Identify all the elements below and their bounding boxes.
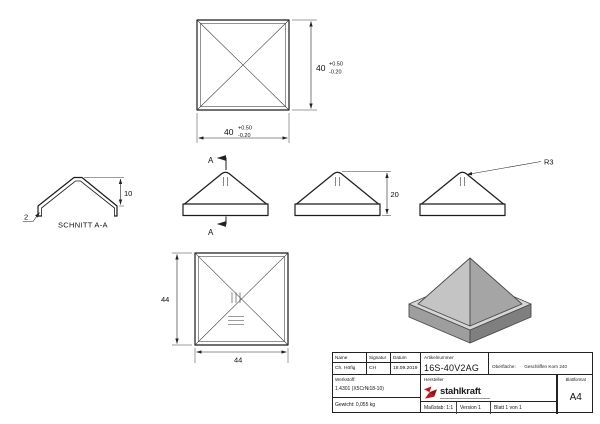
- oberflaeche-value: Geschliffen Korn 240: [524, 363, 568, 369]
- name-header: Name: [333, 353, 367, 362]
- top-height-value: 40: [316, 63, 326, 73]
- side-view-a: [182, 171, 269, 217]
- section-cut-marks: A A: [208, 155, 227, 237]
- section-height-value: 10: [124, 189, 132, 198]
- artikelnummer-cell: Artikelnummer 16S-40V2AG: [421, 353, 489, 375]
- title-block-header-row: Name Signatur Datum: [333, 353, 420, 363]
- cut-label-top: A: [208, 156, 214, 165]
- top-width-tol-plus: +0.50: [238, 126, 252, 132]
- bottom-view-inner-square: [198, 256, 285, 342]
- section-view: [37, 176, 118, 217]
- radius-value: R3: [544, 158, 554, 167]
- blattformat-cell: Blattformat A4: [557, 375, 594, 414]
- logo-text: stahlkraft: [440, 386, 481, 397]
- top-view-outer-square: [196, 19, 290, 111]
- bottom-height-value: 44: [161, 295, 169, 304]
- side-height-value: 20: [391, 190, 399, 199]
- oberflaeche-cell: Oberfläche: Geschliffen Korn 240: [489, 353, 593, 375]
- top-width-value: 40: [224, 127, 234, 137]
- top-view-width-dimension: 40 +0.50 -0.20: [196, 113, 290, 143]
- side-view-height-dimension: 20: [342, 171, 399, 216]
- top-view: [196, 19, 290, 111]
- top-height-tol-plus: +0.50: [329, 62, 343, 68]
- section-inner-profile: [41, 180, 115, 216]
- title-block-value-row: Ch. Höfig CH 18.09.2019: [333, 363, 420, 375]
- wall-thickness-value: 2: [24, 213, 28, 222]
- title-block-left-section: Name Signatur Datum Ch. Höfig CH 18.09.2…: [333, 353, 421, 412]
- bottom-view-width-dimension: 44: [194, 348, 289, 365]
- section-height-dimension: 10: [84, 177, 132, 207]
- title-block-bottom-row: Maßstab: 1:1 Version 1 Blatt 1 von 1: [421, 401, 556, 414]
- massstab-value: Maßstab: 1:1: [421, 402, 457, 414]
- radius-dimension: R3: [466, 158, 554, 176]
- stahlkraft-logo-mark: [424, 386, 437, 399]
- werkstoff-cell: Werkstoff: 1.4301 (X5CrNi18-10): [333, 375, 420, 398]
- title-block-middle-section: Hersteller stahlkraft Maßstab: 1:1 Versi…: [421, 375, 557, 414]
- werkstoff-label: Werkstoff:: [335, 376, 356, 382]
- bottom-view-outer-square: [194, 252, 289, 346]
- side-view-c: [419, 171, 506, 217]
- cut-label-bottom: A: [208, 228, 214, 237]
- artikelnummer-label: Artikelnummer: [424, 354, 454, 360]
- bottom-view-vent-marks-vertical: [231, 292, 241, 303]
- section-outer-profile: [37, 176, 118, 217]
- oberflaeche-label: Oberfläche:: [492, 363, 516, 369]
- blattformat-value: A4: [569, 391, 582, 403]
- datum-header: Datum: [393, 355, 407, 360]
- bottom-width-value: 44: [234, 356, 242, 365]
- top-width-tol-minus: -0.20: [238, 133, 251, 139]
- title-block: Name Signatur Datum Ch. Höfig CH 18.09.2…: [332, 352, 594, 414]
- iso-pyramid-right-face: [469, 257, 523, 327]
- logo-tagline: [440, 397, 490, 399]
- top-view-diagonals: [196, 19, 290, 111]
- top-view-inner-square: [200, 23, 286, 107]
- version-value: Version 1: [457, 402, 491, 414]
- wall-thickness-dimension: 2: [23, 212, 40, 222]
- signatur-header: Signatur: [367, 353, 391, 362]
- bottom-view-height-dimension: 44: [161, 252, 192, 346]
- top-view-height-dimension: 40 +0.50 -0.20: [292, 19, 343, 111]
- signatur-value: CH: [367, 363, 391, 374]
- side-view-b: [294, 171, 381, 217]
- gewicht-value: Gewicht: 0,055 kg: [335, 402, 376, 408]
- blattformat-label: Blattformat: [565, 376, 586, 382]
- bottom-view: [194, 252, 289, 346]
- bottom-view-vent-marks-horizontal: [228, 316, 244, 325]
- werkstoff-value: 1.4301 (X5CrNi18-10): [335, 385, 384, 392]
- iso-view: [408, 257, 532, 344]
- stahlkraft-logo: stahlkraft: [421, 384, 556, 402]
- bottom-view-diagonals: [194, 252, 289, 346]
- section-view-label: SCHNITT A-A: [58, 221, 108, 230]
- blatt-value: Blatt 1 von 1: [494, 405, 522, 411]
- hersteller-label: Hersteller: [424, 376, 444, 382]
- datum-value: 18.09.2019: [393, 366, 418, 371]
- name-value: Ch. Höfig: [333, 363, 367, 374]
- artikelnummer-value: 16S-40V2AG: [424, 363, 480, 373]
- top-height-tol-minus: -0.20: [329, 70, 342, 76]
